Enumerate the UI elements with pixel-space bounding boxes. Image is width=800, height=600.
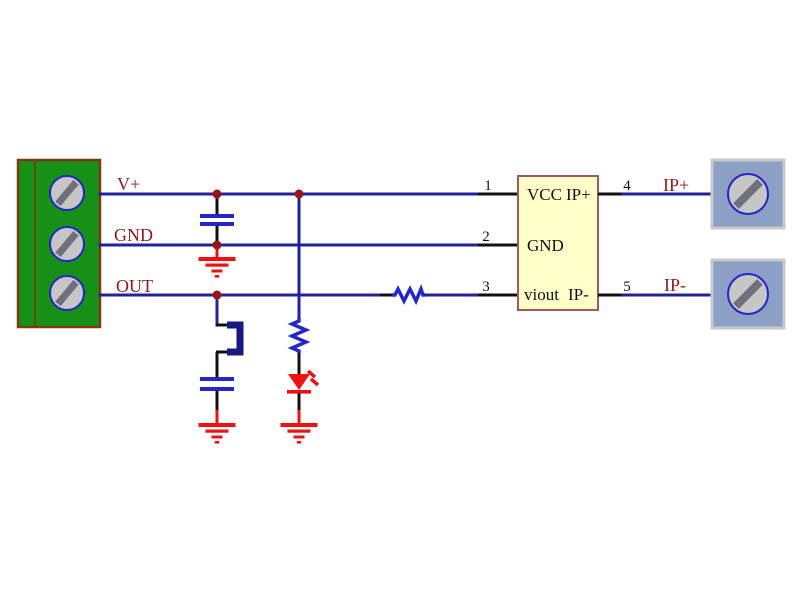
pin-number-4: 4 <box>623 178 631 194</box>
sensor-ic: VCC IP+ GND viout IP- <box>517 175 599 311</box>
screw-icon-ip-minus <box>727 273 769 315</box>
output-resistor-icon <box>392 284 425 306</box>
screw-icon-ip-plus <box>727 173 769 215</box>
ground-icon <box>198 257 236 278</box>
junction-dot <box>294 189 304 199</box>
led-icon <box>287 369 320 394</box>
screw-icon-out <box>49 275 85 311</box>
led-resistor-icon <box>287 318 311 353</box>
capacitor-icon <box>200 214 234 226</box>
gnd-ground-branch <box>198 246 236 278</box>
bypass-capacitor-branch <box>200 196 234 243</box>
ic-pin-label-ip-minus: IP- <box>568 285 589 304</box>
ip-plus-terminal <box>710 158 786 230</box>
net-label-vplus: V+ <box>117 174 140 194</box>
ic-pin-label-gnd: GND <box>527 236 564 255</box>
screw-icon-gnd <box>49 226 85 262</box>
ground-icon <box>198 423 236 444</box>
junction-dot <box>212 290 222 300</box>
ic-body <box>517 175 599 311</box>
output-filter-branch <box>198 295 244 444</box>
pin-number-2: 2 <box>482 229 490 245</box>
pin-number-5: 5 <box>623 279 631 295</box>
pin-number-1: 1 <box>484 178 492 194</box>
led-branch <box>280 194 320 444</box>
ic-pin-label-viout: viout <box>524 285 559 304</box>
left-terminal-block <box>16 158 102 329</box>
ground-icon <box>280 423 318 444</box>
net-label-out: OUT <box>116 276 153 296</box>
net-label-ip-plus: IP+ <box>663 175 689 195</box>
net-label-gnd: GND <box>114 225 153 245</box>
net-label-ip-minus: IP- <box>664 275 686 295</box>
ip-minus-terminal <box>710 258 786 330</box>
pin-number-3: 3 <box>482 279 490 295</box>
ic-pin-label-vcc: VCC <box>527 185 562 204</box>
capacitor-icon <box>200 377 234 391</box>
out-wire <box>98 284 518 306</box>
junction-dot <box>212 189 222 199</box>
junction-dot <box>212 240 222 250</box>
jumper-icon <box>216 321 244 356</box>
ic-pin-label-ip-plus: IP+ <box>566 185 591 204</box>
screw-icon-vplus <box>49 175 85 211</box>
